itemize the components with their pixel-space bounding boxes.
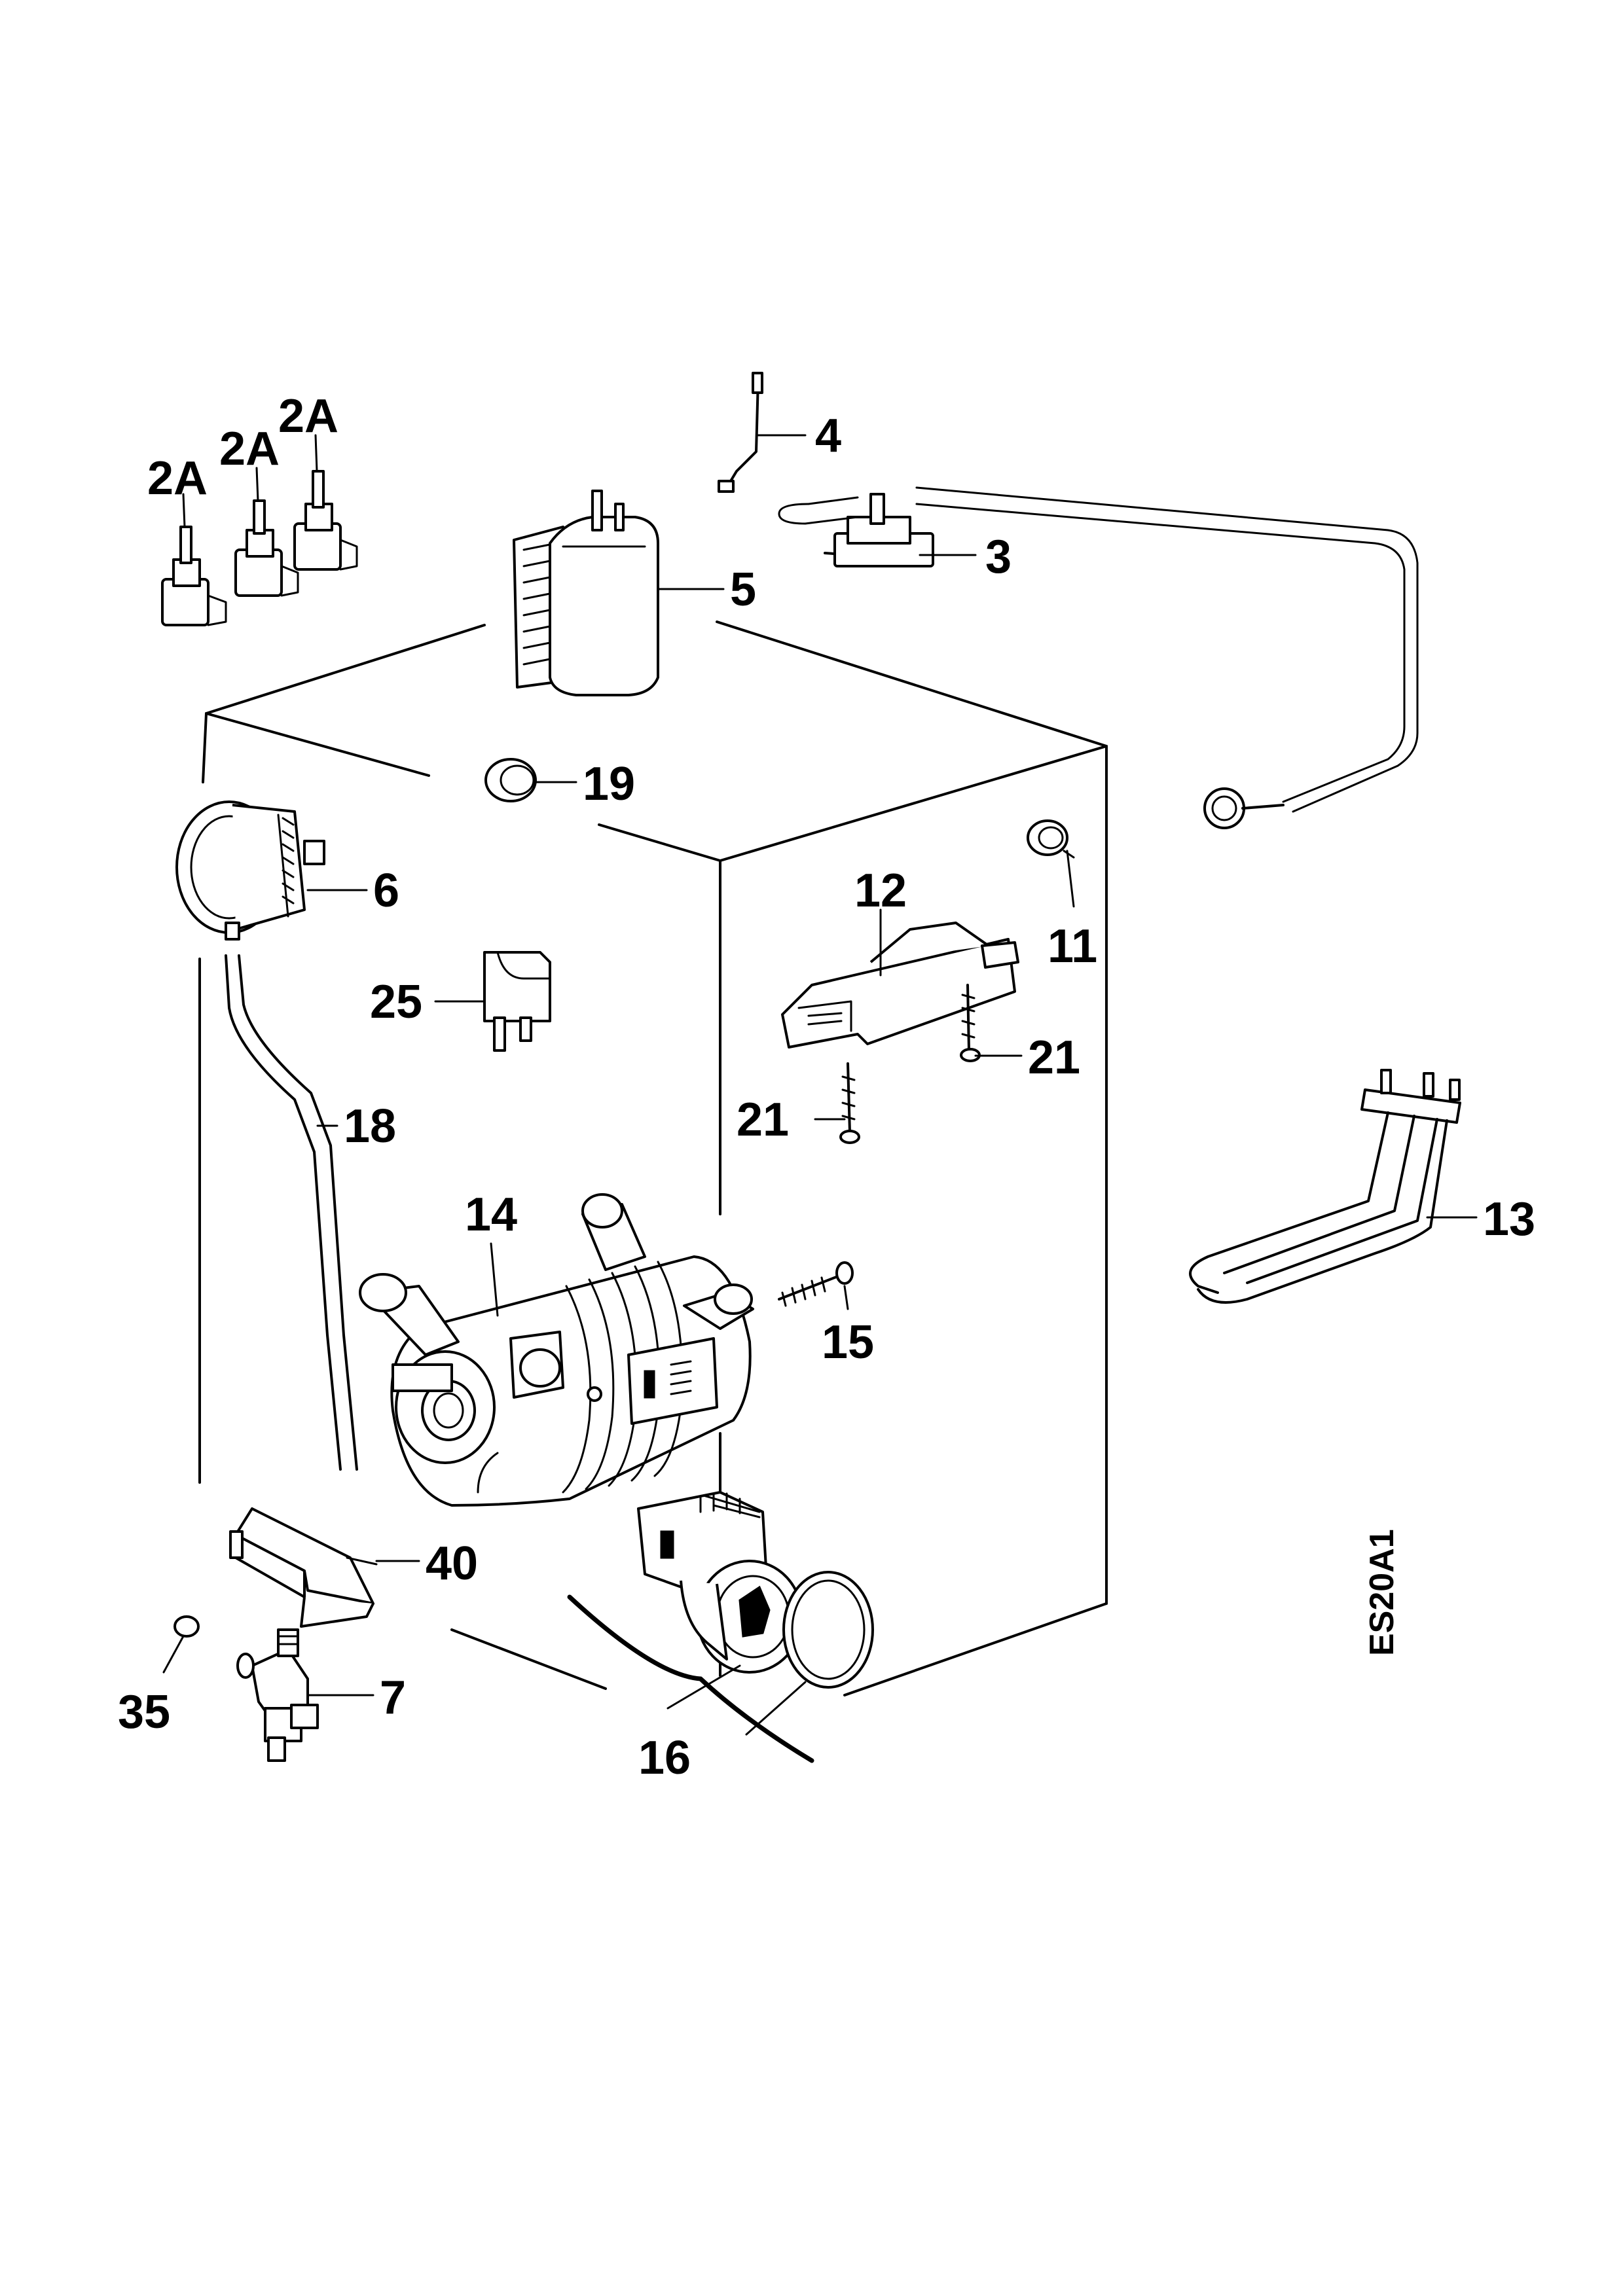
label-16: 16 (638, 1732, 691, 1784)
part-14-motor (359, 1193, 754, 1507)
leader-15 (843, 1285, 849, 1310)
part-40-bracket (229, 1507, 378, 1628)
leader-2a-1 (182, 493, 186, 528)
label-13: 13 (1483, 1193, 1535, 1246)
label-18: 18 (344, 1100, 396, 1153)
part-2a-switch-2 (234, 499, 299, 597)
leader-16-b (745, 1681, 807, 1736)
label-7: 7 (380, 1672, 406, 1724)
part-18-hose (225, 954, 358, 1471)
leader-35 (162, 1635, 185, 1674)
label-12: 12 (854, 865, 907, 917)
leader-14 (490, 1242, 499, 1317)
label-2a-2: 2A (219, 423, 280, 475)
label-21-b: 21 (737, 1094, 789, 1146)
part-12-door-interlock (781, 922, 1019, 1049)
part-35-ring (173, 1615, 200, 1638)
part-15-screw (778, 1261, 854, 1307)
label-19: 19 (583, 758, 635, 810)
part-11-grommet (1027, 819, 1075, 859)
leader-2a-2 (255, 467, 259, 502)
part-13-heater (1189, 1069, 1461, 1304)
label-21-a: 21 (1028, 1031, 1080, 1084)
part-2a-switch-3 (293, 470, 358, 571)
leader-2a-3 (314, 434, 318, 473)
tub-cutaway-line (567, 1594, 814, 1763)
part-21-screw-2 (839, 1062, 860, 1144)
part-16-drain-pump (637, 1491, 803, 1674)
label-5: 5 (730, 564, 756, 616)
part-2a-switch-1 (161, 526, 227, 626)
part-4-sensor (718, 372, 763, 493)
label-2a-3: 2A (278, 390, 338, 442)
drawing-code: ES20A1 (1363, 1529, 1401, 1656)
part-6-pressure-switch (175, 800, 325, 941)
part-3-thermostat (778, 486, 1419, 829)
label-40: 40 (426, 1537, 478, 1590)
label-15: 15 (822, 1316, 874, 1369)
leader-11 (1066, 850, 1075, 908)
part-25-relay (483, 951, 551, 1052)
label-3: 3 (985, 531, 1012, 583)
part-19-grommet (484, 758, 537, 802)
cabinet-outline (198, 620, 1108, 1696)
label-35: 35 (118, 1686, 170, 1738)
label-4: 4 (815, 410, 841, 462)
label-14: 14 (465, 1189, 517, 1241)
leader-16-a (666, 1664, 741, 1710)
part-7-valve (236, 1628, 319, 1762)
part-5-filter (513, 490, 659, 696)
label-2a-1: 2A (147, 452, 208, 505)
label-25: 25 (370, 976, 422, 1028)
label-6: 6 (373, 865, 399, 917)
label-11: 11 (1048, 920, 1097, 973)
part-16-seal-ring (782, 1571, 874, 1689)
